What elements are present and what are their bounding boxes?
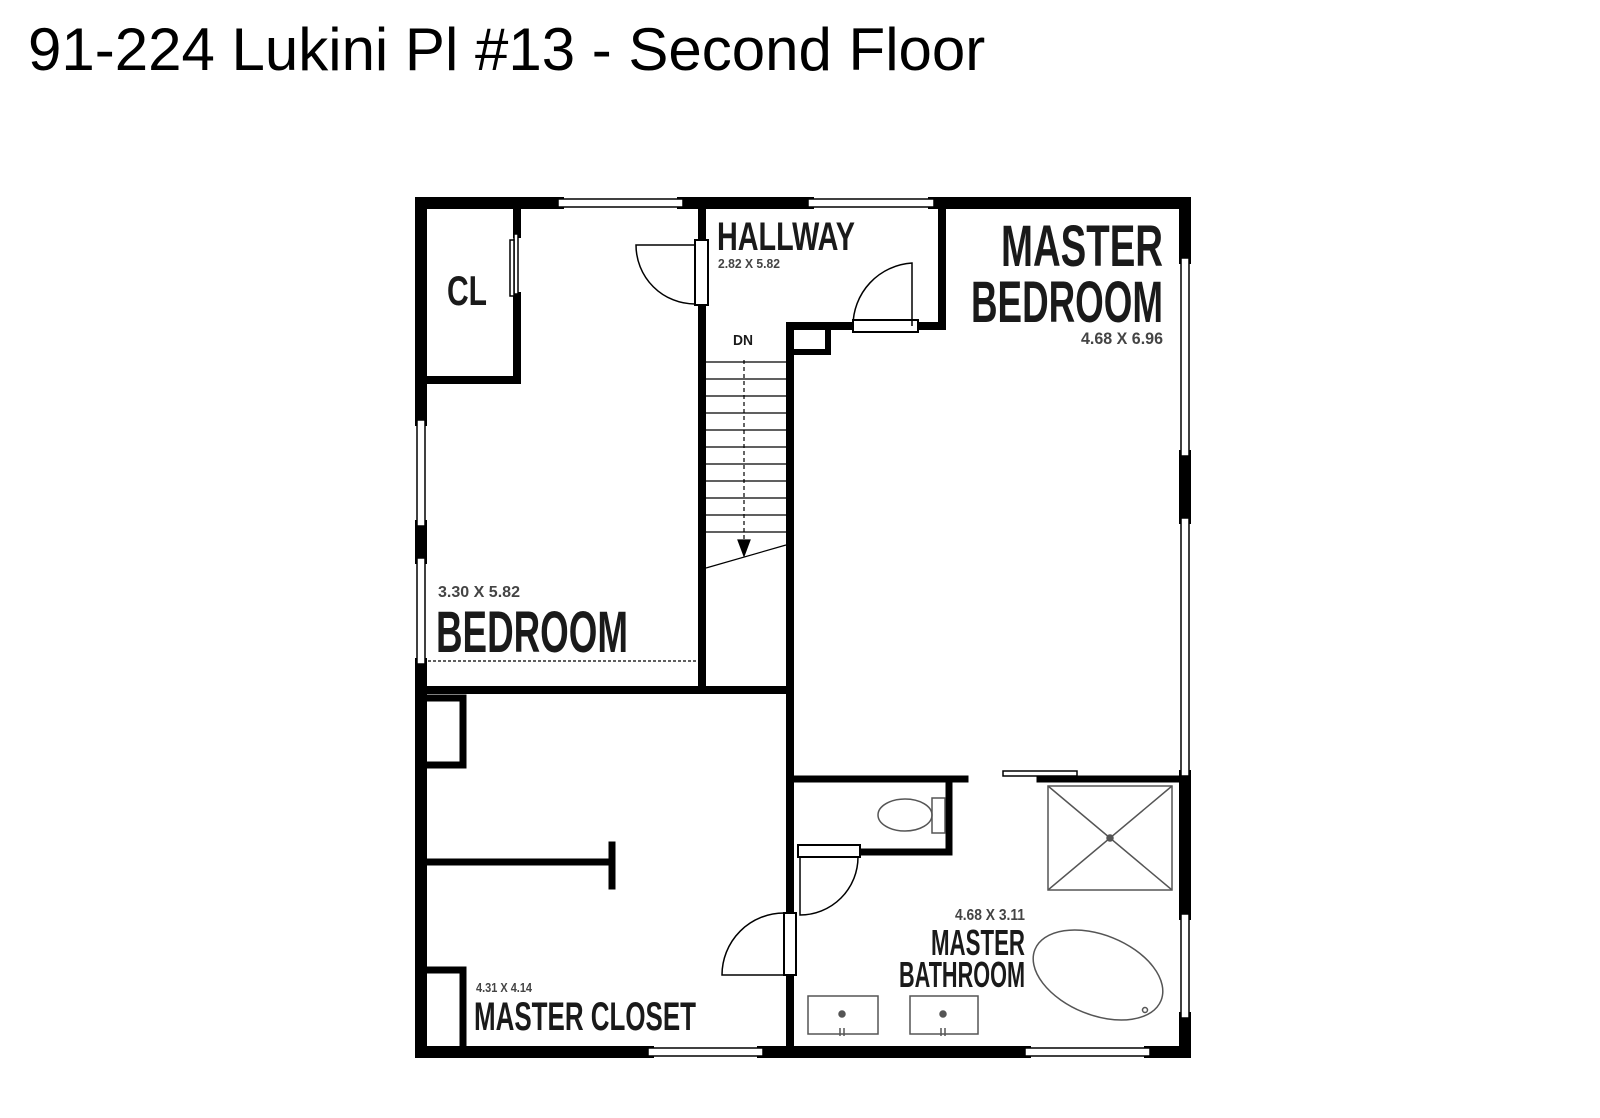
master-bathroom-label-line2: BATHROOM: [899, 954, 1025, 995]
master-bedroom-label-line1: MASTER: [1001, 214, 1163, 279]
master-closet-dims: 4.31 X 4.14: [476, 980, 533, 995]
master-bedroom-label-line2: BEDROOM: [971, 270, 1163, 335]
interior-walls: [417, 203, 1189, 1050]
windows: [416, 198, 1190, 1057]
hallway-label: HALLWAY: [717, 215, 855, 259]
sink-left: [807, 995, 879, 1036]
stairs: [705, 360, 787, 569]
fixtures: [807, 785, 1173, 1036]
stairs-label: DN: [733, 332, 753, 349]
master-bathroom-dims: 4.68 X 3.11: [955, 907, 1025, 924]
toilet: [877, 797, 946, 834]
sink-right: [909, 995, 979, 1036]
bedroom-label: BEDROOM: [436, 600, 628, 665]
hallway-dims: 2.82 X 5.82: [718, 256, 780, 271]
page-title: 91-224 Lukini Pl #13 - Second Floor: [28, 16, 986, 83]
closet-label: CL: [447, 267, 487, 314]
bedroom-dims: 3.30 X 5.82: [438, 584, 520, 601]
bathtub: [1032, 929, 1164, 1021]
master-closet-label: MASTER CLOSET: [474, 995, 696, 1039]
master-bedroom-dims: 4.68 X 6.96: [1081, 329, 1163, 348]
shower: [1047, 785, 1173, 891]
master-bathroom-label-line1: MASTER: [931, 922, 1025, 963]
room-labels: CL HALLWAY 2.82 X 5.82 DN MASTER BEDROOM…: [436, 214, 1163, 1039]
doors: [509, 233, 1078, 976]
